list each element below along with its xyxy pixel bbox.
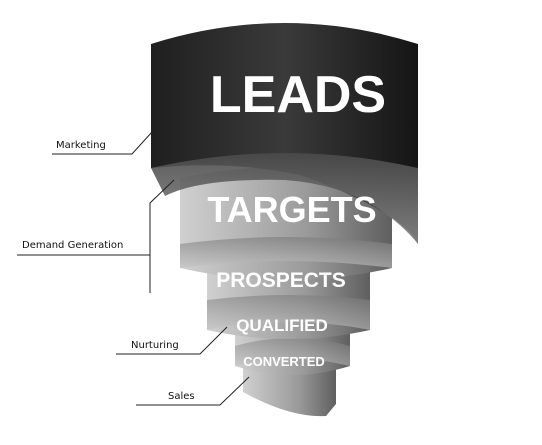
tier-label-qualified: QUALIFIED <box>236 316 328 335</box>
stage-label-nurturing: Nurturing <box>131 340 179 351</box>
tier-label-targets: TARGETS <box>207 189 376 230</box>
stage-label-marketing: Marketing <box>56 140 106 151</box>
bracket-demand-generation <box>149 179 175 293</box>
tier-qualified-ledge <box>235 338 350 366</box>
leader-line-marketing <box>52 131 153 155</box>
stage-label-demand-generation: Demand Generation <box>22 240 123 251</box>
tier-label-converted: CONVERTED <box>243 354 325 369</box>
leader-line-sales <box>136 376 250 406</box>
stage-label-sales: Sales <box>168 391 195 402</box>
tier-targets-ledge <box>180 237 392 268</box>
tier-prospects-ledge <box>207 295 370 330</box>
tier-leads-inner-shadow <box>151 153 418 244</box>
tier-label-leads: LEADS <box>210 66 386 124</box>
tier-label-prospects: PROSPECTS <box>216 269 346 292</box>
leader-line-nurturing <box>116 326 228 355</box>
